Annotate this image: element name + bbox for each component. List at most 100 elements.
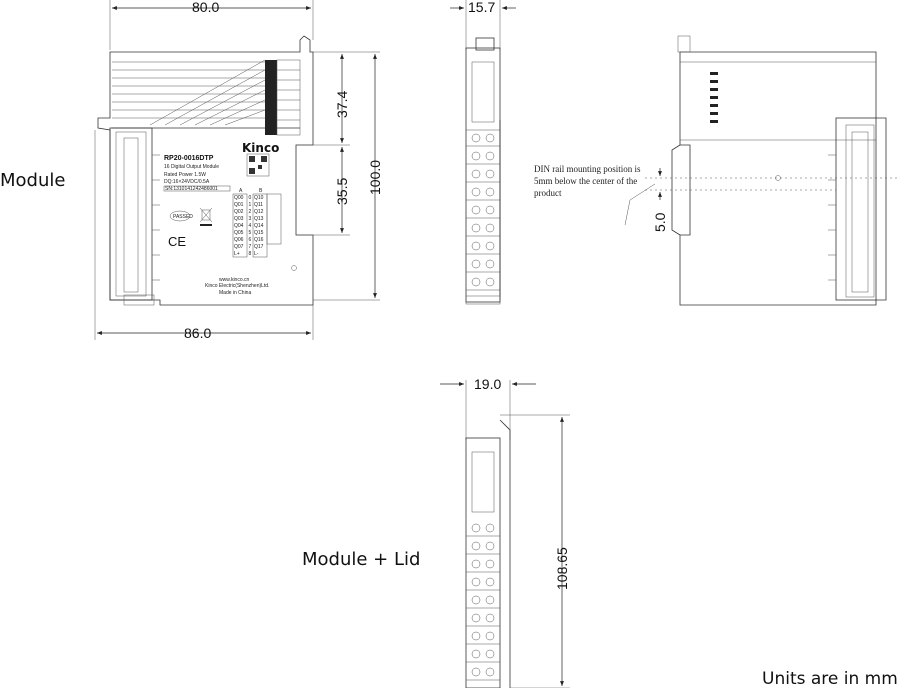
module-lid-label: Module + Lid	[302, 549, 421, 570]
terminal-num-4: 4	[249, 223, 252, 229]
terminal-screw	[485, 667, 495, 677]
terminal-a-8: L+	[234, 251, 240, 257]
terminal-screw	[485, 259, 495, 269]
terminal-screw	[485, 649, 495, 659]
terminal-a-2: Q02	[234, 209, 244, 215]
terminal-a-5: Q05	[234, 230, 244, 236]
dim-front-width-bottom: 86.0	[184, 325, 211, 341]
passed-seal	[169, 210, 191, 222]
terminal-a-0: Q00	[234, 195, 244, 201]
terminal-screw	[485, 595, 495, 605]
dim-lid-width: 19.0	[474, 376, 501, 392]
terminal-num-5: 5	[249, 230, 252, 236]
output-spec: DQ:16×24VDC/0.5A	[164, 179, 210, 185]
col-a-header: A	[239, 188, 243, 194]
terminal-screw	[485, 133, 495, 143]
dim-height-lower: 35.5	[334, 178, 350, 205]
col-b-header: B	[259, 188, 263, 194]
model-number: RP20-0016DTP	[164, 155, 214, 162]
terminal-screw	[471, 595, 481, 605]
dim-front-width-top: 80.0	[192, 0, 219, 15]
terminal-screw	[485, 631, 495, 641]
led-strip	[265, 59, 301, 136]
terminal-screw	[485, 541, 495, 551]
side-view: 15.7	[450, 0, 516, 305]
terminal-screw	[471, 277, 481, 287]
terminal-screw	[485, 223, 495, 233]
dim-height-total: 100.0	[367, 160, 383, 195]
terminal-screw	[485, 577, 495, 587]
dim-height-upper: 37.4	[334, 91, 350, 118]
terminal-screw	[471, 649, 481, 659]
terminal-screw	[485, 241, 495, 251]
terminal-b-2: Q12	[254, 209, 264, 215]
terminal-b-6: Q16	[254, 237, 264, 243]
terminal-screw	[471, 241, 481, 251]
terminal-num-6: 6	[249, 237, 252, 243]
serial-number: SN:1310141242486001	[165, 186, 218, 192]
note-line-1: DIN rail mounting position is	[534, 164, 641, 174]
terminal-screw	[485, 277, 495, 287]
terminal-b-1: Q11	[254, 202, 263, 208]
terminal-a-4: Q04	[234, 223, 244, 229]
terminal-b-8: L-	[254, 251, 259, 257]
terminal-num-8: 8	[249, 251, 252, 257]
terminal-screw	[471, 187, 481, 197]
dim-rail-offset: 5.0	[652, 212, 668, 232]
terminal-num-1: 1	[249, 202, 252, 208]
terminal-screw	[485, 187, 495, 197]
terminal-screw	[485, 613, 495, 623]
module-desc: 16 Digital Output Module	[164, 164, 219, 170]
terminal-screw	[471, 223, 481, 233]
terminal-screw	[485, 205, 495, 215]
terminal-screw	[471, 169, 481, 179]
terminal-screw	[471, 559, 481, 569]
dim-lid-height: 108.65	[554, 547, 570, 590]
origin: Made in China	[219, 290, 251, 296]
mount-hole	[291, 265, 297, 271]
terminal-a-1: Q01	[234, 202, 244, 208]
terminal-num-3: 3	[249, 216, 252, 222]
front-view: 80.0	[94, 0, 383, 341]
terminal-b-3: Q13	[254, 216, 264, 222]
terminal-screw	[485, 559, 495, 569]
terminal-screw	[485, 169, 495, 179]
units-label: Units are in mm	[762, 669, 898, 688]
terminal-num-7: 7	[249, 244, 252, 250]
terminal-num-0: 0	[249, 195, 252, 201]
weee-bin-icon	[199, 207, 213, 226]
terminal-screw	[471, 133, 481, 143]
terminal-screw	[471, 151, 481, 161]
front-terminal-lid	[109, 127, 160, 306]
terminal-screw	[485, 523, 495, 533]
terminal-screw	[471, 577, 481, 587]
rear-view: 5.0 DIN rail mounting position is 5mm be…	[534, 35, 900, 306]
note-line-3: product	[534, 188, 562, 198]
terminal-num-2: 2	[249, 209, 252, 215]
terminal-a-3: Q03	[234, 216, 244, 222]
terminal-screw	[471, 205, 481, 215]
terminal-a-7: Q07	[234, 244, 244, 250]
module-lid-view: 19.0 108.65	[440, 376, 570, 688]
note-line-2: 5mm below the center of the	[534, 176, 637, 186]
brand-logo: Kinco	[242, 141, 279, 155]
terminal-screw	[471, 631, 481, 641]
rated-power: Rated Power 1.5W	[164, 172, 206, 178]
terminal-b-0: Q10	[254, 195, 264, 201]
terminal-a-6: Q06	[234, 237, 244, 243]
terminal-screw	[485, 151, 495, 161]
website: www.kinco.cn	[219, 277, 250, 283]
terminal-screw	[471, 541, 481, 551]
dim-side-width: 15.7	[468, 0, 495, 15]
terminal-b-5: Q15	[254, 230, 264, 236]
module-label: Module	[0, 170, 66, 191]
terminal-screw	[471, 667, 481, 677]
terminal-b-4: Q14	[254, 223, 264, 229]
company: Kinco Electric(Shenzhen)Ltd.	[205, 283, 269, 289]
terminal-screw	[471, 259, 481, 269]
terminal-screw	[471, 613, 481, 623]
terminal-b-7: Q17	[254, 244, 264, 250]
